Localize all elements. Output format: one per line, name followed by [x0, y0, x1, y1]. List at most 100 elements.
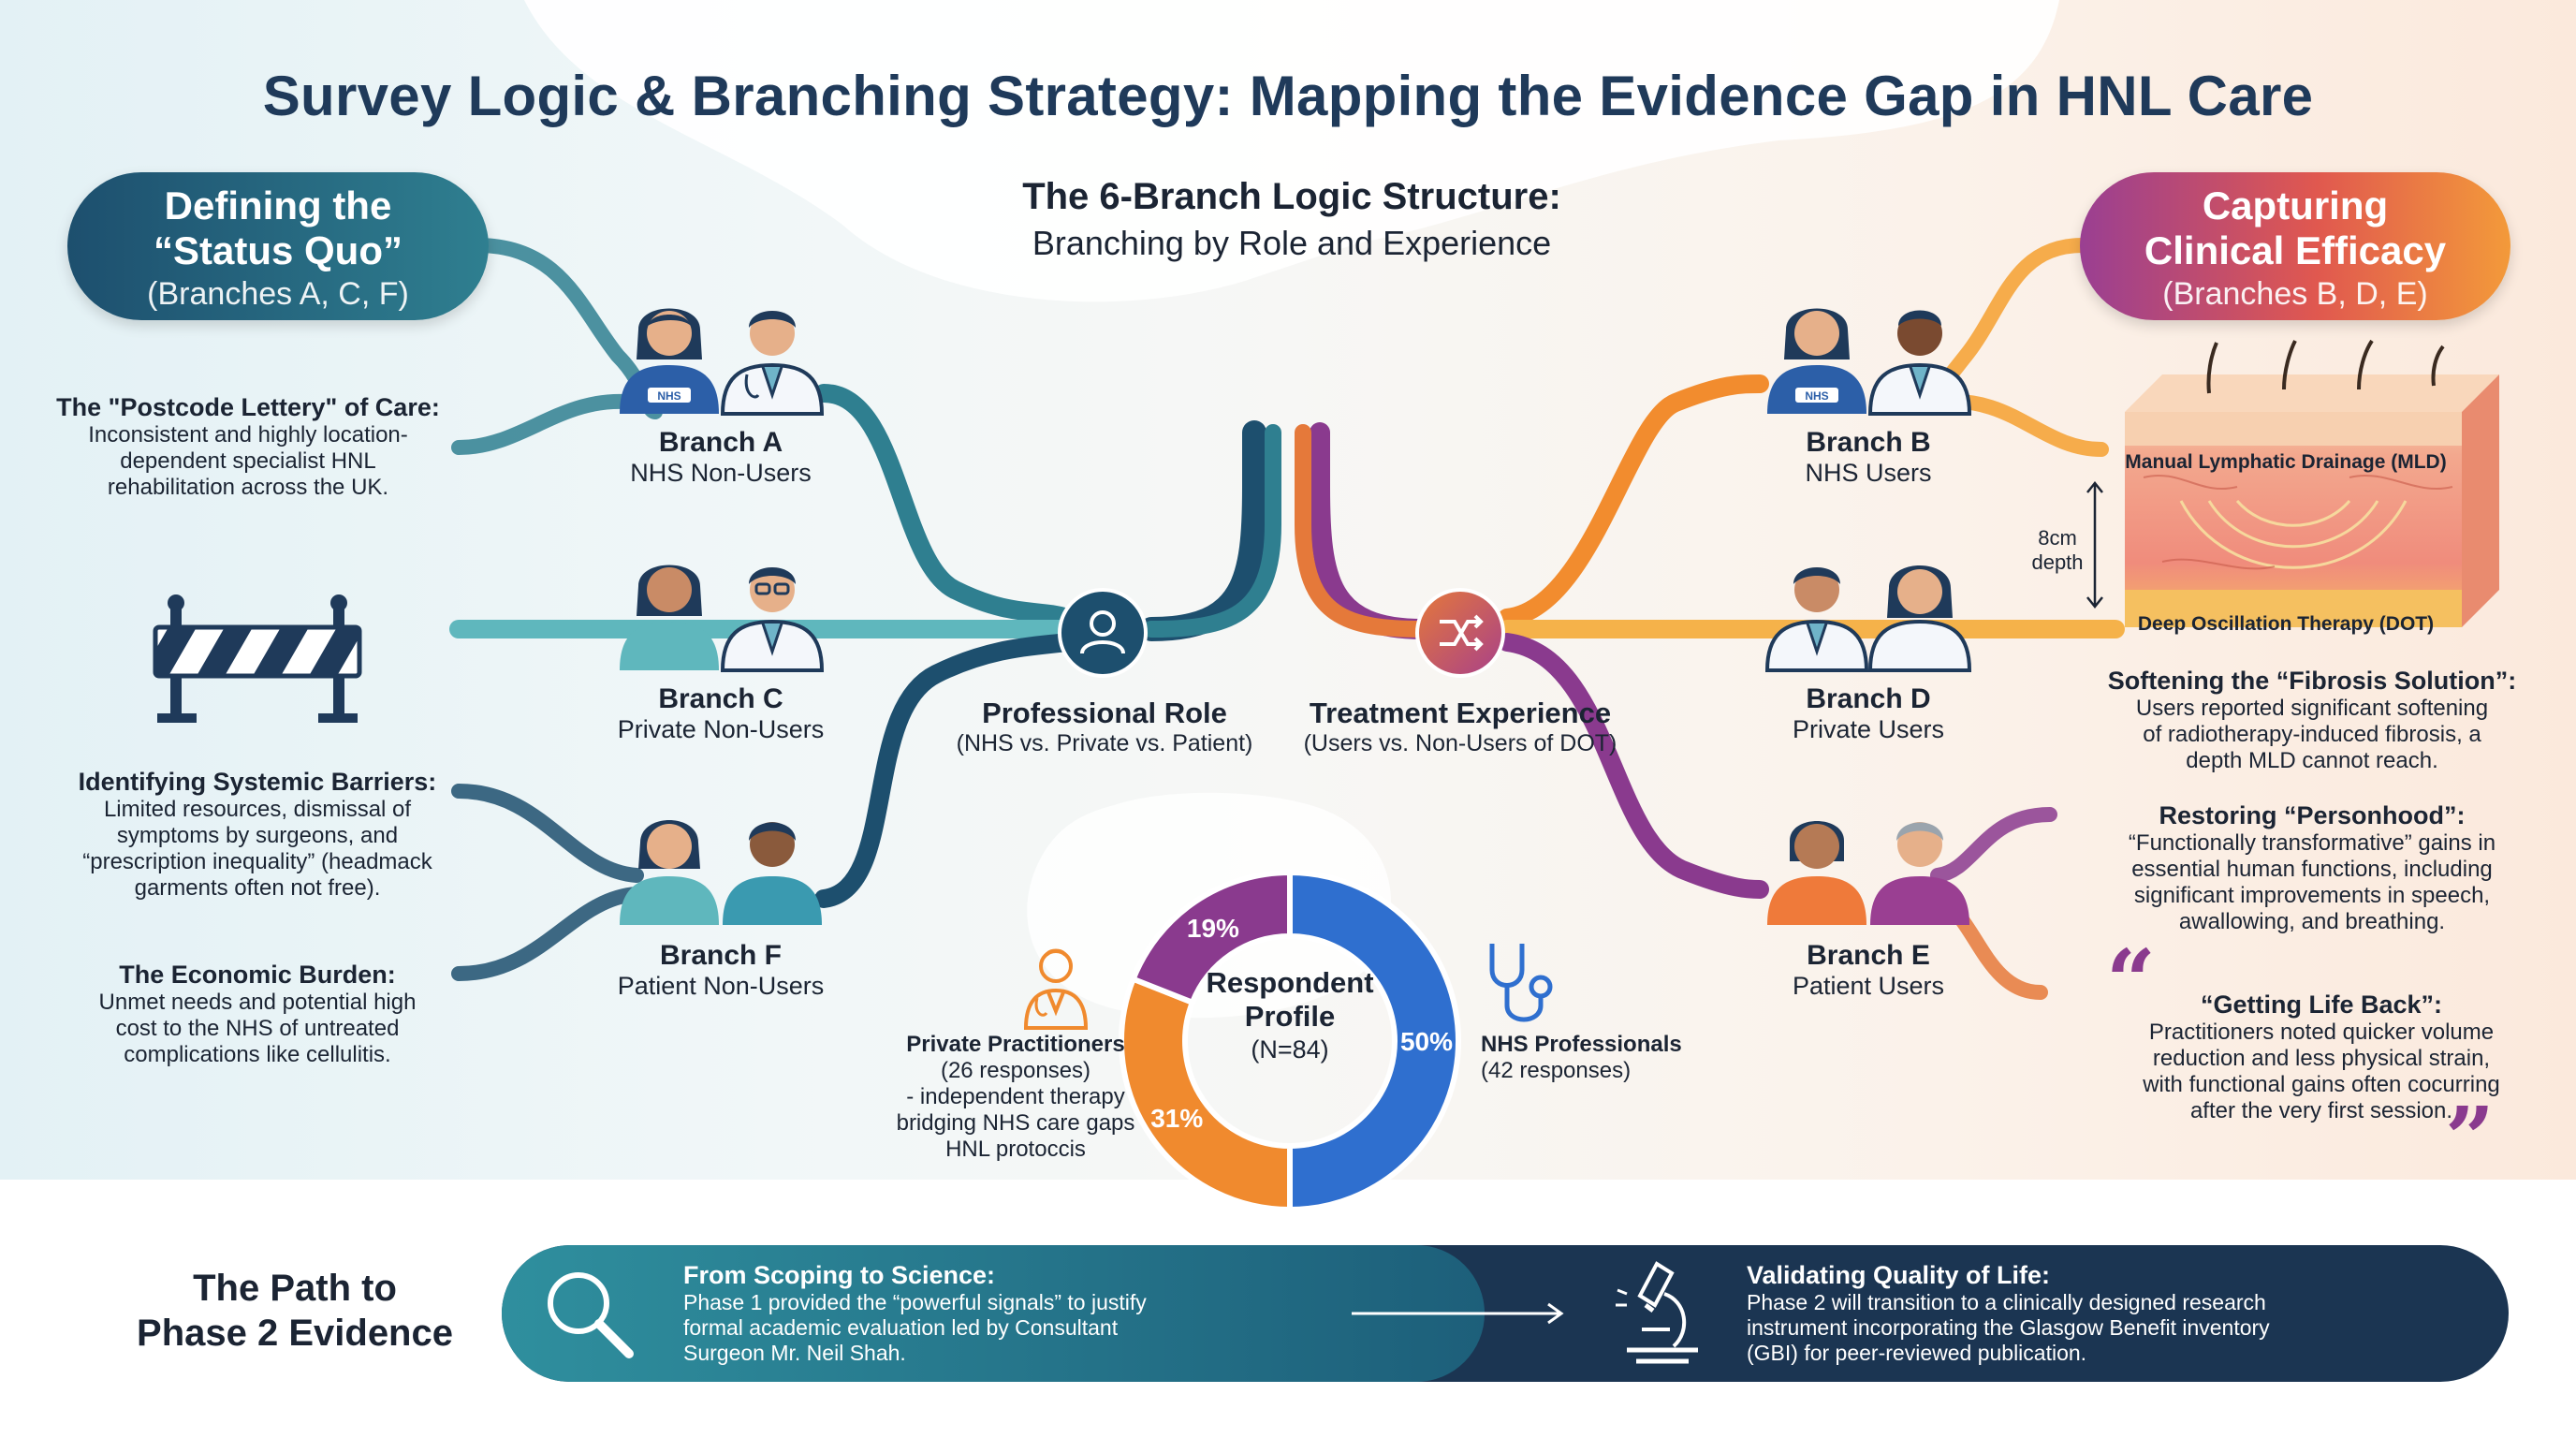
- open-quote-icon: “: [2106, 931, 2156, 1032]
- footer-heading-line2: Phase 2 Evidence: [137, 1313, 453, 1354]
- structure-heading: The 6-Branch Logic Structure:: [1022, 176, 1561, 217]
- private-practitioners-line: - independent therapy: [906, 1084, 1125, 1109]
- note-line: dependent specialist HNL: [120, 448, 376, 474]
- phase-2-line: (GBI) for peer-reviewed publication.: [1747, 1341, 2087, 1365]
- private-practitioners-line: (26 responses): [940, 1058, 1091, 1083]
- donut-slice-label-0: 50%: [1400, 1027, 1453, 1056]
- branch-b-label: Branch B NHS Users: [1747, 427, 1990, 488]
- treatment-experience-label: Treatment Experience (Users vs. Non-User…: [1301, 697, 1619, 757]
- branch-e-label: Branch E Patient Users: [1747, 940, 1990, 1001]
- nhs-staff-icon: NHS: [620, 308, 825, 416]
- note-heading: “Getting Life Back”:: [2200, 990, 2443, 1019]
- patients-icon: [620, 820, 822, 925]
- private-practitioners-title: Private Practitioners: [906, 1032, 1125, 1057]
- depth-unit: depth: [2031, 550, 2084, 574]
- branch-d-desc: Private Users: [1792, 715, 1945, 743]
- phase-1-line: formal academic evaluation led by Consul…: [683, 1315, 1119, 1340]
- donut-slice-label-1: 31%: [1150, 1104, 1203, 1133]
- private-practitioners-line: bridging NHS care gaps: [896, 1110, 1135, 1136]
- note-line: cost to the NHS of untreated: [115, 1016, 400, 1041]
- branch-c-name: Branch C: [658, 683, 783, 714]
- note-heading: The Economic Burden:: [119, 961, 396, 989]
- status-quo-pill: Defining the “Status Quo” (Branches A, C…: [67, 172, 489, 320]
- branch-e-name: Branch E: [1807, 940, 1930, 971]
- note-line: essential human functions, including: [2131, 857, 2493, 882]
- postcode-lottery-note: The "Postcode Lettery" of Care: Inconsis…: [47, 393, 449, 501]
- microscope-icon: [1616, 1261, 1698, 1364]
- depth-value: 8cm: [2038, 526, 2077, 550]
- professional-role-node: [1058, 588, 1148, 678]
- professional-role-sub: (NHS vs. Private vs. Patient): [956, 730, 1253, 756]
- branch-d-label: Branch D Private Users: [1747, 683, 1990, 744]
- donut-slice-label-2: 19%: [1187, 914, 1239, 943]
- depth-label: 8cm depth: [2020, 526, 2095, 575]
- nhs-badge: NHS: [657, 389, 681, 403]
- phase-1-text: From Scoping to Science: Phase 1 provide…: [683, 1260, 1339, 1366]
- branch-f-label: Branch F Patient Non-Users: [599, 940, 842, 1001]
- professional-role-title: Professional Role: [982, 697, 1227, 729]
- clinical-efficacy-title-line2: Clinical Efficacy: [2144, 228, 2447, 272]
- barrier-icon: [153, 594, 362, 723]
- personhood-note: Restoring “Personhood”: “Functionally tr…: [2087, 801, 2537, 935]
- close-quote-icon: ”: [2445, 1088, 2495, 1189]
- depth-arrow-icon: [2086, 480, 2103, 609]
- phase-2-line: instrument incorporating the Glasgow Ben…: [1747, 1315, 2270, 1340]
- magnifier-icon: [548, 1272, 634, 1358]
- branch-b-desc: NHS Users: [1805, 459, 1932, 487]
- nhs-badge: NHS: [1805, 389, 1828, 403]
- note-line: depth MLD cannot reach.: [2186, 748, 2438, 773]
- respondent-profile-donut: 50% 31% 19%: [1119, 869, 1461, 1213]
- private-staff-icon: [620, 565, 825, 672]
- note-heading: The "Postcode Lettery" of Care:: [56, 393, 440, 421]
- note-line: complications like cellulitis.: [124, 1042, 391, 1067]
- professional-role-label: Professional Role (NHS vs. Private vs. P…: [945, 697, 1264, 757]
- structure-heading-block: The 6-Branch Logic Structure: Branching …: [936, 176, 1647, 263]
- treatment-experience-title: Treatment Experience: [1309, 697, 1612, 729]
- note-line: Inconsistent and highly location-: [88, 422, 408, 448]
- note-line: reduction and less physical strain,: [2152, 1046, 2491, 1071]
- branch-e-desc: Patient Users: [1792, 972, 1945, 1000]
- note-heading: Identifying Systemic Barriers:: [78, 768, 437, 796]
- patient-users-icon: [1767, 821, 1969, 925]
- practitioner-icon: [1023, 948, 1089, 1030]
- economic-burden-note: The Economic Burden: Unmet needs and pot…: [47, 961, 468, 1068]
- donut-slice-0: [1287, 869, 1461, 1213]
- note-line: “prescription inequality” (headmack: [82, 849, 432, 874]
- page-title: Survey Logic & Branching Strategy: Mappi…: [262, 65, 2314, 127]
- phase-1-line: Surgeon Mr. Neil Shah.: [683, 1341, 906, 1365]
- branch-b-name: Branch B: [1806, 427, 1931, 458]
- stethoscope-icon: [1489, 944, 1553, 1022]
- note-line: Users reported significant softening: [2135, 696, 2489, 721]
- clinical-efficacy-title-line1: Capturing: [2202, 183, 2389, 227]
- life-back-note: “Getting Life Back”: Practitioners noted…: [2097, 990, 2546, 1124]
- nhs-professionals-label: NHS Professionals (42 responses): [1481, 1032, 1724, 1084]
- footer-heading: The Path to Phase 2 Evidence: [112, 1266, 477, 1356]
- phase-1-title: From Scoping to Science:: [683, 1261, 996, 1289]
- phase-1-banner: [502, 1245, 1485, 1382]
- note-line: Limited resources, dismissal of: [103, 797, 412, 822]
- nhs-professionals-sub: (42 responses): [1481, 1058, 1632, 1083]
- tissue-layers-illustration: [2125, 339, 2499, 627]
- status-quo-title-line1: Defining the: [164, 183, 392, 227]
- note-line: with functional gains often cocurring: [2143, 1072, 2500, 1097]
- branch-f-desc: Patient Non-Users: [617, 972, 825, 1000]
- branch-a-desc: NHS Non-Users: [630, 459, 812, 487]
- note-line: Practitioners noted quicker volume: [2148, 1020, 2495, 1045]
- donut-title: Respondent Profile: [1206, 966, 1374, 1033]
- private-users-icon: [1764, 565, 1972, 672]
- note-line: significant improvements in speech,: [2133, 883, 2491, 908]
- branch-f-name: Branch F: [659, 940, 783, 971]
- branch-a-name: Branch A: [658, 427, 783, 458]
- note-heading: Restoring “Personhood”:: [2159, 801, 2466, 829]
- note-line: symptoms by surgeons, and: [116, 823, 399, 848]
- note-line: of radiotherapy-induced fibrosis, a: [2143, 722, 2481, 747]
- nhs-professionals-title: NHS Professionals: [1481, 1032, 1682, 1057]
- note-line: Unmet needs and potential high: [98, 990, 417, 1015]
- phase-2-text: Validating Quality of Life: Phase 2 will…: [1747, 1260, 2477, 1366]
- phase-1-line: Phase 1 provided the “powerful signals” …: [683, 1290, 1147, 1314]
- note-line: rehabilitation across the UK.: [107, 475, 389, 500]
- note-line: after the very first session.: [2189, 1098, 2453, 1123]
- mld-label: Manual Lymphatic Drainage (MLD): [2125, 451, 2447, 473]
- dot-label: Deep Oscillation Therapy (DOT): [2137, 613, 2435, 635]
